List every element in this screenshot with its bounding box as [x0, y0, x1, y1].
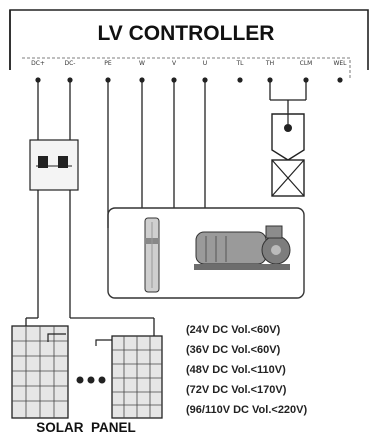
surface-pump-icon	[194, 225, 291, 270]
solar-panel-left-icon	[11, 325, 69, 419]
terminal-label-tl: TL	[235, 60, 244, 67]
voltage-spec-72v: (72V DC Vol.<170V)	[186, 384, 287, 396]
voltage-spec-36v: (36V DC Vol.<60V)	[186, 344, 281, 356]
terminal-label-u: U	[203, 60, 207, 67]
solar-panel-label: SOLAR PANEL	[36, 420, 136, 435]
solar-panel-right-icon	[111, 335, 163, 419]
motor-wires	[107, 80, 206, 228]
terminal-label-th: TH	[265, 60, 274, 67]
terminal-label-pe: PE	[104, 60, 112, 67]
terminal-dots	[35, 77, 343, 83]
pump-enclosure	[107, 207, 305, 299]
terminal-label-wel: WEL	[333, 60, 347, 67]
float-switch-wires	[269, 80, 307, 112]
panel-ellipsis-icon	[76, 376, 106, 384]
panel-interconnect	[47, 333, 112, 346]
voltage-spec-list: (24V DC Vol.<60V) (36V DC Vol.<60V) (48V…	[186, 324, 308, 416]
controller-title: LV CONTROLLER	[98, 22, 275, 45]
terminal-label-dc-plus: DC+	[31, 60, 45, 67]
dc-wires	[25, 80, 155, 336]
terminal-dot-tl	[237, 77, 243, 83]
voltage-spec-48v: (48V DC Vol.<110V)	[186, 364, 286, 376]
submersible-pump-icon	[144, 217, 160, 293]
dc-breaker	[29, 139, 79, 191]
terminal-labels: DC+ DC- PE W V U TL TH CLM WEL	[31, 60, 347, 67]
terminal-label-clm: CLM	[300, 60, 313, 67]
controller-box: LV CONTROLLER	[9, 9, 369, 80]
voltage-spec-24v: (24V DC Vol.<60V)	[186, 324, 281, 336]
terminal-label-w: W	[139, 60, 145, 67]
terminal-label-v: V	[172, 60, 177, 67]
terminal-label-dc-minus: DC-	[65, 60, 76, 67]
terminal-dot-wel	[337, 77, 343, 83]
water-tank-icon	[271, 112, 305, 197]
voltage-spec-96-110v: (96/110V DC Vol.<220V)	[186, 404, 308, 416]
